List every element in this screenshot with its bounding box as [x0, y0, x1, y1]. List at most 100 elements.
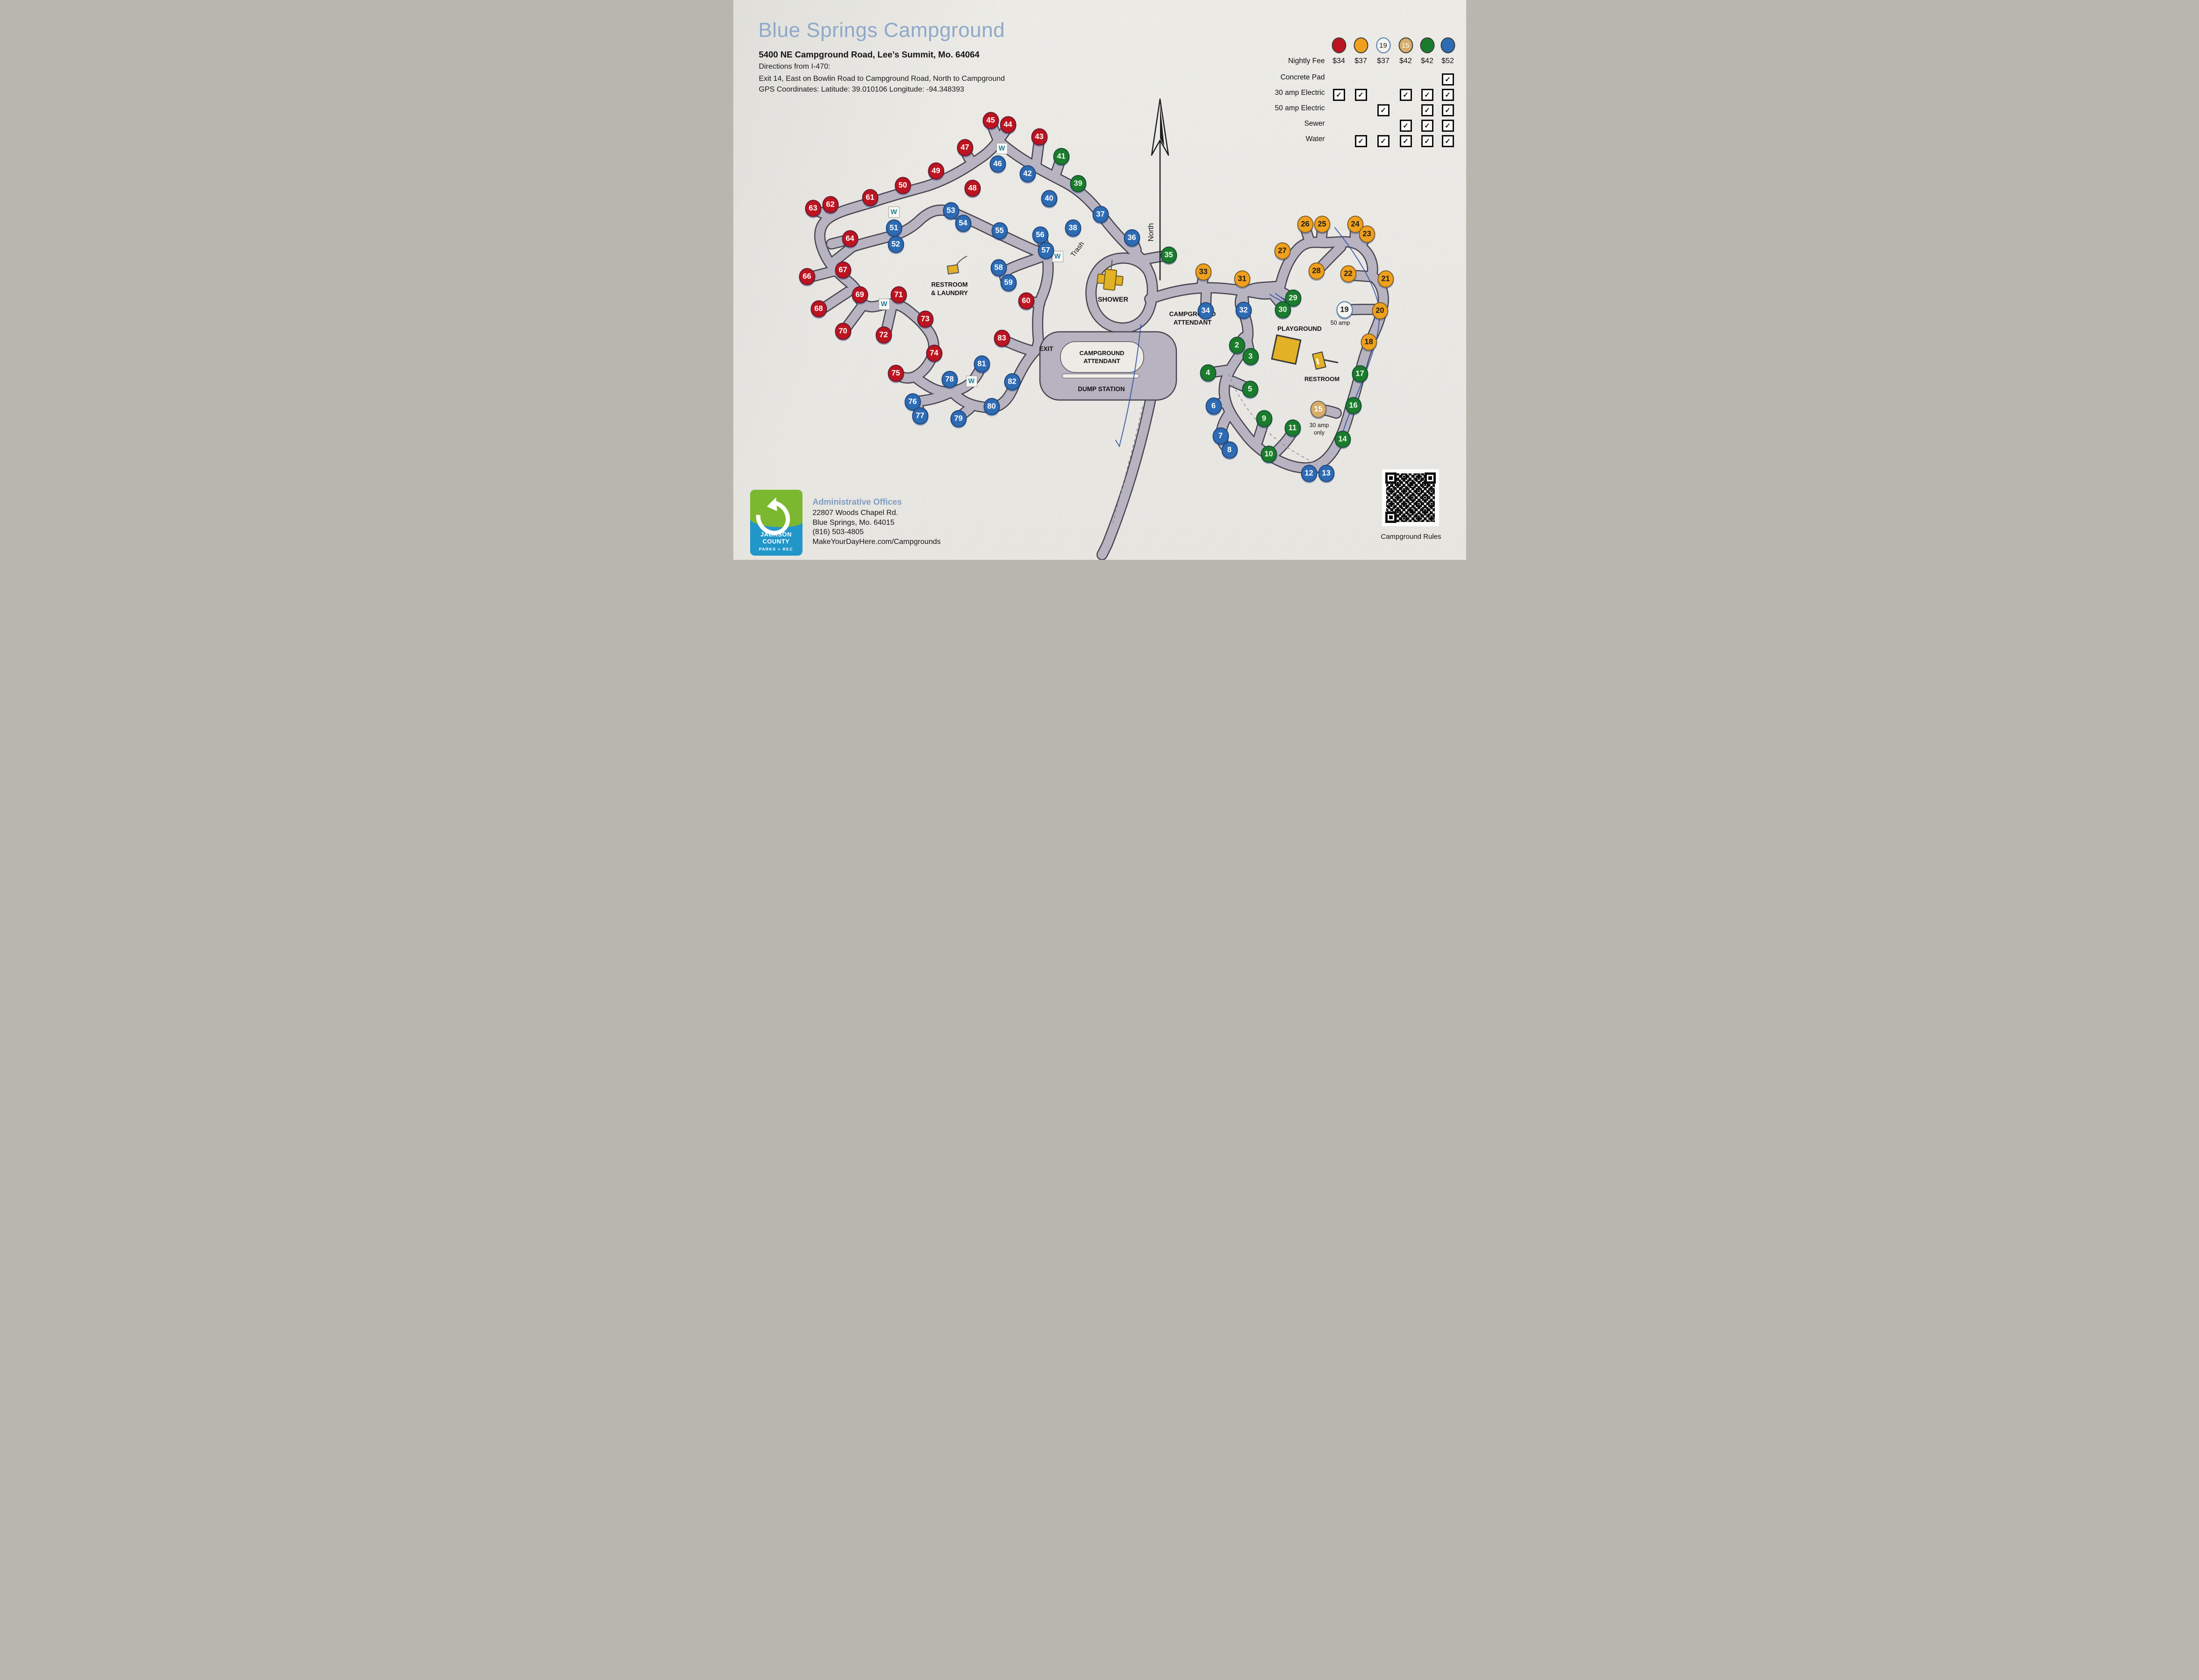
directions-label: Directions from I-470:	[759, 63, 831, 71]
admin-offices-address: 22807 Woods Chapel Rd. Blue Springs, Mo.…	[812, 509, 941, 546]
site-47-marker: 47	[957, 139, 973, 157]
campground-map-sheet: Blue Springs Campground 5400 NE Campgrou…	[733, 0, 1466, 560]
restroom-laundry-icon	[946, 256, 967, 275]
site-24-marker: 24	[1347, 215, 1363, 233]
shower-building-icon	[1096, 260, 1124, 291]
site-74-marker: 74	[926, 344, 942, 362]
site-69-marker: 69	[852, 286, 868, 304]
site-45-marker: 45	[982, 112, 999, 129]
site-4-marker: 4	[1200, 364, 1216, 382]
legend-check-50-amp-electric-green: ✓	[1421, 104, 1433, 116]
legend-color-green	[1420, 37, 1434, 53]
legend-row-sewer: Sewer	[1304, 120, 1325, 128]
campground-rules-qr-code	[1382, 470, 1438, 525]
dump-station-lane-divider	[1062, 373, 1139, 379]
gps-coordinates: GPS Coordinates: Latitude: 39.010106 Lon…	[759, 86, 964, 93]
site-56-marker: 56	[1032, 226, 1048, 244]
site-14-marker: 14	[1334, 430, 1351, 448]
map-label-restroom-east: RESTROOM	[1304, 375, 1340, 383]
site-81-marker: 81	[974, 355, 990, 373]
site-64-marker: 64	[842, 230, 858, 248]
site-25-marker: 25	[1314, 215, 1330, 233]
legend-check-sewer-tan: ✓	[1399, 120, 1412, 132]
site-63-marker: 63	[805, 200, 821, 217]
site-70-marker: 70	[835, 322, 851, 340]
legend-check-water-green: ✓	[1421, 135, 1433, 147]
site-61-marker: 61	[862, 189, 878, 207]
map-label-fifty-amp: 50 amp	[1330, 319, 1350, 326]
site-57-marker: 57	[1038, 242, 1054, 259]
map-label-north: North	[1147, 223, 1155, 242]
site-78-marker: 78	[941, 371, 958, 388]
playground-icon	[1270, 334, 1302, 365]
site-2-marker: 2	[1229, 336, 1245, 354]
site-22-marker: 22	[1340, 265, 1356, 283]
site-83-marker: 83	[994, 329, 1010, 347]
site-10-marker: 10	[1261, 445, 1277, 463]
site-15-marker: 15	[1310, 400, 1326, 418]
site-5-marker: 5	[1242, 380, 1258, 398]
site-38-marker: 38	[1065, 219, 1081, 237]
site-55-marker: 55	[991, 222, 1008, 240]
logo-parks-rec-text: PARKS + REC	[759, 547, 794, 551]
dashed-trails	[1112, 373, 1317, 524]
site-51-marker: 51	[886, 219, 902, 237]
legend-row-water: Water	[1305, 135, 1325, 143]
admin-offices-title: Administrative Offices	[812, 497, 902, 507]
legend-fee-orange: $37	[1354, 57, 1367, 65]
logo-county-text: JACKSON COUNTY	[760, 531, 792, 545]
site-17-marker: 17	[1352, 365, 1368, 383]
site-67-marker: 67	[835, 261, 851, 279]
page-title: Blue Springs Campground	[758, 19, 1005, 42]
site-73-marker: 73	[917, 310, 933, 328]
site-28-marker: 28	[1308, 262, 1325, 280]
qr-finder-top-right	[1424, 472, 1436, 484]
site-77-marker: 77	[912, 407, 928, 425]
site-52-marker: 52	[888, 236, 904, 253]
site-18-marker: 18	[1361, 333, 1377, 351]
site-37-marker: 37	[1092, 206, 1109, 223]
water-marker-icon-5: W	[966, 376, 977, 387]
water-marker-icon-1: W	[996, 143, 1008, 154]
site-41-marker: 41	[1053, 148, 1069, 165]
site-19-marker: 19	[1336, 301, 1353, 319]
legend-fee-green: $42	[1421, 57, 1433, 65]
site-59-marker: 59	[1000, 274, 1017, 292]
site-30-marker: 30	[1275, 301, 1291, 319]
map-label-playground: PLAYGROUND	[1277, 325, 1322, 333]
site-33-marker: 33	[1195, 263, 1211, 281]
site-43-marker: 43	[1031, 128, 1047, 146]
water-marker-icon-2: W	[888, 207, 900, 218]
site-60-marker: 60	[1018, 292, 1034, 310]
campground-address: 5400 NE Campground Road, Lee’s Summit, M…	[759, 50, 980, 59]
site-50-marker: 50	[895, 177, 911, 194]
map-label-campground-attendant-oval: CAMPGROUND ATTENDANT	[1079, 350, 1125, 365]
legend-row-30-amp-electric: 30 amp Electric	[1275, 89, 1325, 97]
site-62-marker: 62	[822, 196, 838, 214]
legend-check-concrete-pad-blue: ✓	[1441, 73, 1454, 86]
site-21-marker: 21	[1377, 270, 1394, 288]
site-54-marker: 54	[955, 214, 971, 232]
site-40-marker: 40	[1041, 190, 1057, 207]
site-13-marker: 13	[1318, 465, 1334, 482]
legend-fee-blue: $52	[1441, 57, 1454, 65]
logo-green-wave	[750, 490, 802, 528]
site-80-marker: 80	[983, 398, 1000, 415]
legend-check-water-orange: ✓	[1354, 135, 1367, 147]
site-20-marker: 20	[1372, 302, 1388, 320]
directions-text: Exit 14, East on Bowlin Road to Campgrou…	[759, 75, 1005, 83]
legend-check-sewer-blue: ✓	[1441, 120, 1454, 132]
site-68-marker: 68	[810, 300, 827, 318]
site-8-marker: 8	[1221, 441, 1238, 459]
site-42-marker: 42	[1019, 165, 1036, 183]
legend-row-nightly-fee: Nightly Fee	[1288, 57, 1325, 65]
road-network-canvas	[733, 98, 1466, 560]
qr-caption: Campground Rules	[1381, 533, 1441, 541]
north-arrow-icon	[1151, 98, 1169, 280]
legend-check-water-blue: ✓	[1441, 135, 1454, 147]
site-31-marker: 31	[1234, 270, 1250, 288]
qr-finder-bottom-left	[1385, 512, 1397, 523]
site-34-marker: 34	[1197, 302, 1214, 320]
site-48-marker: 48	[964, 179, 981, 197]
site-82-marker: 82	[1004, 373, 1020, 391]
